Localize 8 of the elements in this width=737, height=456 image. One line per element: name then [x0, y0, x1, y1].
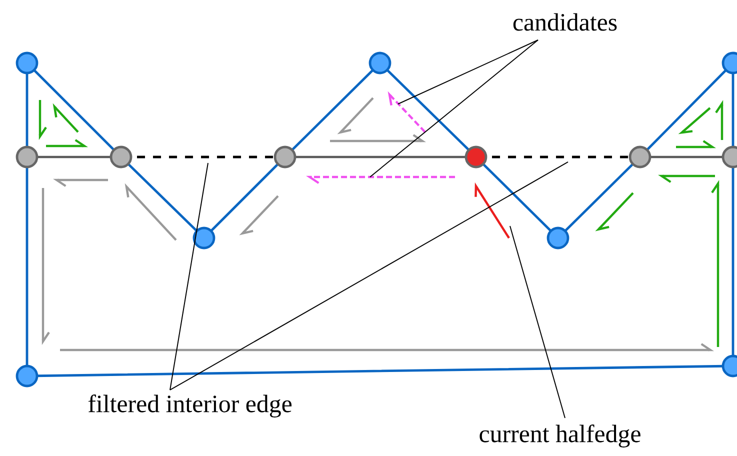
callout-label: current halfedge	[480, 424, 640, 448]
leader-line	[170, 162, 568, 390]
leader-line	[370, 40, 538, 178]
leader-line	[510, 226, 566, 418]
callout-label: filtered interior edge	[88, 394, 292, 418]
callout-label: candidates	[513, 13, 617, 31]
leader-line	[170, 162, 208, 390]
leader-line	[398, 40, 538, 104]
